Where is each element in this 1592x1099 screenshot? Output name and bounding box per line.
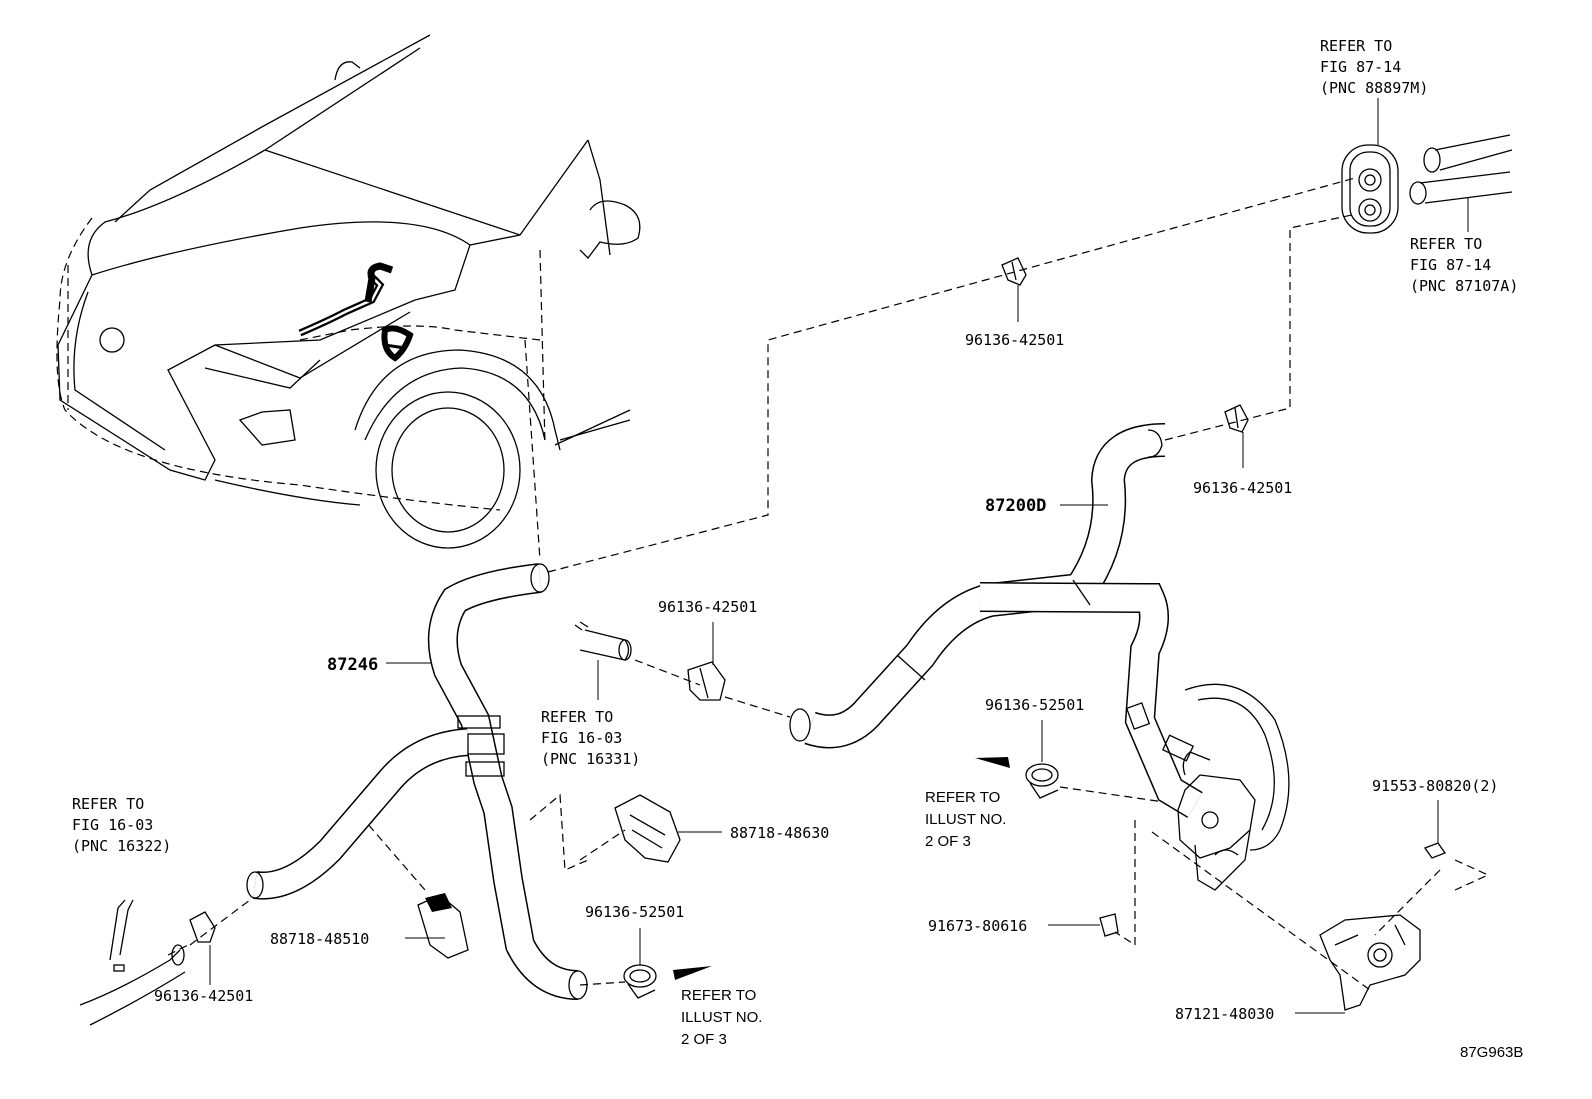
leader-lines	[209, 285, 1439, 1014]
ref-16331-line1: REFER TO	[541, 708, 613, 726]
grommet-assembly	[1341, 98, 1513, 234]
ref-16331-line3: (PNC 16331)	[541, 750, 640, 768]
ref-88897m-line2: FIG 87-14	[1320, 58, 1401, 76]
part-clip-top: 96136-42501	[965, 331, 1064, 349]
ref-88897m-line3: (PNC 88897M)	[1320, 79, 1428, 97]
hose-87246	[246, 563, 588, 1000]
part-clip-mid: 96136-42501	[658, 598, 757, 616]
ref-illust-right-line1: REFER TO	[925, 789, 1000, 806]
part-clamp-88718-48630: 88718-48630	[730, 824, 829, 842]
part-clamp-88718-48510: 88718-48510	[270, 930, 369, 948]
ref-illust-left-line1: REFER TO	[681, 987, 756, 1004]
part-bracket-87121: 87121-48030	[1175, 1005, 1274, 1023]
ref-illust-left-line2: ILLUST NO.	[681, 1009, 762, 1026]
ref-illust-left-line3: 2 OF 3	[681, 1031, 727, 1048]
part-clip-right-top: 96136-42501	[1193, 479, 1292, 497]
ref-88897m-line1: REFER TO	[1320, 37, 1392, 55]
vehicle-illustration	[56, 34, 641, 561]
ref-16322-line2: FIG 16-03	[72, 816, 153, 834]
ref-87107a-line3: (PNC 87107A)	[1410, 277, 1518, 295]
part-labels: REFER TO FIG 87-14 (PNC 88897M) REFER TO…	[72, 37, 1523, 1061]
part-clip-bottom-left: 96136-42501	[154, 987, 253, 1005]
part-clamp-right: 96136-52501	[985, 696, 1084, 714]
ref-illust-right-line2: ILLUST NO.	[925, 811, 1006, 828]
part-bolt-91553: 91553-80820(2)	[1372, 777, 1498, 795]
part-clamp-bottom: 96136-52501	[585, 903, 684, 921]
ref-87107a-line1: REFER TO	[1410, 235, 1482, 253]
ref-16331-line2: FIG 16-03	[541, 729, 622, 747]
part-hose-87246: 87246	[327, 655, 378, 675]
ref-16322-line1: REFER TO	[72, 795, 144, 813]
hose-87200d	[789, 423, 1290, 891]
part-bolt-91673: 91673-80616	[928, 917, 1027, 935]
small-parts	[79, 257, 1447, 1026]
ref-illust-right-line3: 2 OF 3	[925, 833, 971, 850]
diagram-id: 87G963B	[1460, 1044, 1523, 1061]
ref-16322-line3: (PNC 16322)	[72, 837, 171, 855]
part-hose-87200d: 87200D	[985, 496, 1046, 516]
ref-87107a-line2: FIG 87-14	[1410, 256, 1491, 274]
